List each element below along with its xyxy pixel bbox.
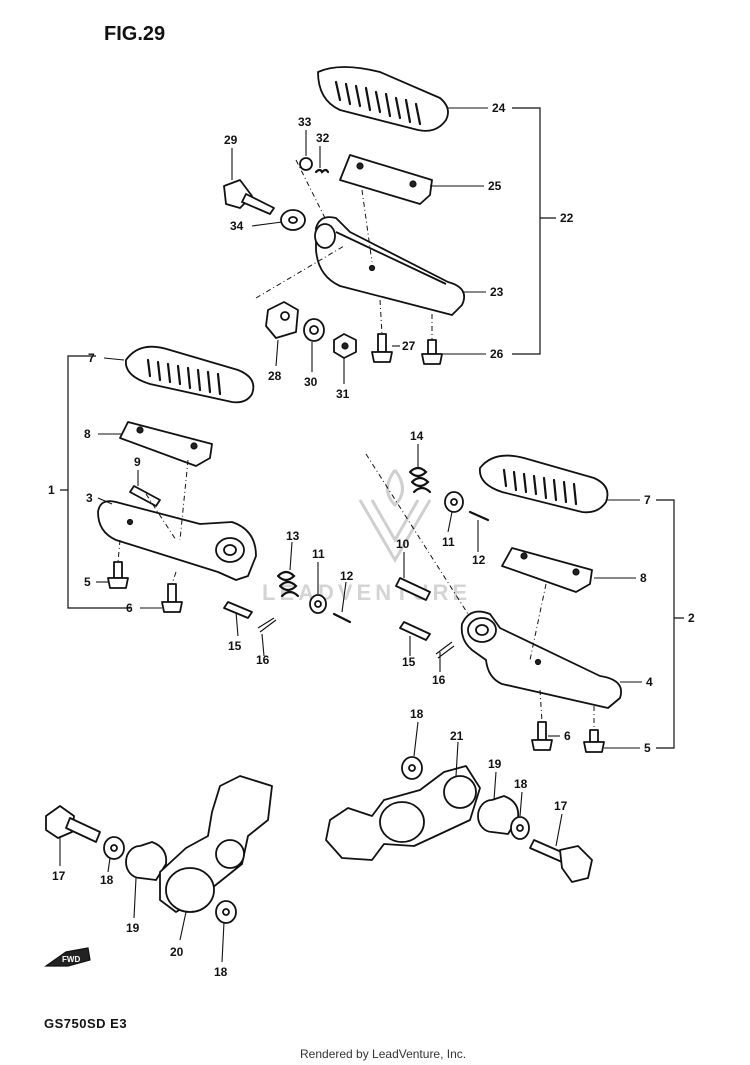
callout-16-right: 16	[432, 673, 446, 687]
nut-31	[333, 333, 357, 359]
callout-7-right: 7	[644, 493, 651, 507]
cotter-12-right	[468, 510, 490, 522]
model-code: GS750SD E3	[44, 1016, 127, 1031]
callout-1: 1	[48, 483, 55, 497]
spring-32	[314, 168, 330, 174]
callout-2: 2	[688, 611, 695, 625]
spring-13	[276, 570, 300, 598]
callout-3: 3	[86, 491, 93, 505]
footrest-rubber-24	[317, 66, 449, 132]
cotter-16-left	[257, 617, 277, 633]
callout-11-left: 11	[312, 547, 325, 561]
callout-16-left: 16	[256, 653, 270, 667]
callout-8-left: 8	[84, 427, 91, 441]
bracket-21	[325, 765, 481, 861]
fwd-label: FWD	[62, 955, 80, 964]
callout-12-right: 12	[472, 553, 486, 567]
bolt-27	[371, 333, 393, 363]
callout-20: 20	[170, 945, 184, 959]
bolt-6-right	[531, 721, 553, 751]
callout-21: 21	[450, 729, 464, 743]
spring-14	[408, 466, 432, 494]
callout-24: 24	[492, 101, 506, 115]
plate-8-right	[501, 547, 593, 593]
washer-18-right	[510, 816, 530, 840]
watermark-text: LEADVENTURE	[262, 580, 471, 605]
callout-18-right: 18	[514, 777, 528, 791]
callout-31: 31	[336, 387, 350, 401]
cotter-16-right	[435, 641, 455, 659]
watermark-logo: LEADVENTURE	[262, 469, 471, 605]
callout-18-bottom: 18	[214, 965, 228, 979]
callout-17-left: 17	[52, 869, 66, 883]
callout-29: 29	[224, 133, 238, 147]
callout-15-left: 15	[228, 639, 242, 653]
callout-8-right: 8	[640, 571, 647, 585]
callout-18-right-top: 18	[410, 707, 424, 721]
callout-26: 26	[490, 347, 504, 361]
callout-27: 27	[402, 339, 416, 353]
callout-12-left: 12	[340, 569, 354, 583]
bolt-26	[421, 339, 443, 365]
callout-19-right: 19	[488, 757, 502, 771]
bolt-5-right	[583, 729, 605, 753]
callout-numbers: 24 25 22 23 26 27 29 34 33 32 28 30 31 7…	[48, 101, 695, 979]
callout-13: 13	[286, 529, 300, 543]
callout-15-right: 15	[402, 655, 416, 669]
callout-9: 9	[134, 455, 141, 469]
forward-arrow-icon: FWD	[44, 947, 91, 967]
bolt-29	[223, 179, 275, 215]
plate-28	[265, 301, 299, 339]
callout-32: 32	[316, 131, 330, 145]
callout-7-left: 7	[88, 351, 95, 365]
bolt-17-left	[45, 805, 101, 843]
pin-15-right	[399, 621, 431, 641]
pin-9	[129, 485, 161, 507]
plate-8-left	[119, 421, 213, 467]
callout-4: 4	[646, 675, 653, 689]
plate-25	[339, 154, 433, 205]
ball-33	[299, 157, 313, 171]
bushing-19-left	[125, 841, 168, 881]
callout-34: 34	[230, 219, 244, 233]
cotter-12-left	[332, 612, 352, 624]
callout-14: 14	[410, 429, 424, 443]
callout-18-left: 18	[100, 873, 114, 887]
bolt-17-right	[529, 839, 593, 883]
leader-lines	[59, 107, 684, 963]
figure-title: FIG.29	[104, 23, 165, 45]
callout-33: 33	[298, 115, 312, 129]
washer-18-left	[103, 836, 125, 860]
callout-6-right: 6	[564, 729, 571, 743]
bracket-20	[159, 775, 273, 913]
footrest-23	[314, 216, 466, 316]
footrest-rubber-7-right	[479, 454, 609, 514]
callout-5-left: 5	[84, 575, 91, 589]
callout-6-left: 6	[126, 601, 133, 615]
washer-11-right	[444, 491, 464, 513]
pin-10	[395, 577, 431, 601]
washer-30	[303, 318, 325, 342]
footrest-4	[460, 610, 622, 709]
washer-34	[280, 209, 306, 231]
washer-11-left	[309, 594, 327, 614]
callout-22: 22	[560, 211, 574, 225]
callout-23: 23	[490, 285, 504, 299]
washer-18-right-top	[401, 756, 423, 780]
callout-30: 30	[304, 375, 318, 389]
bolt-5-left	[107, 561, 129, 589]
pin-15-left	[223, 601, 253, 619]
bolt-6-left	[161, 583, 183, 613]
callout-28: 28	[268, 369, 282, 383]
footer-credit: Rendered by LeadVenture, Inc.	[300, 1047, 466, 1061]
callout-25: 25	[488, 179, 502, 193]
callout-5-right: 5	[644, 741, 651, 755]
footrest-rubber-7-left	[125, 345, 255, 404]
washer-18-bottom	[215, 900, 237, 924]
callout-17-right: 17	[554, 799, 568, 813]
callout-10: 10	[396, 537, 410, 551]
callout-19-left: 19	[126, 921, 140, 935]
callout-11-right: 11	[442, 535, 455, 549]
